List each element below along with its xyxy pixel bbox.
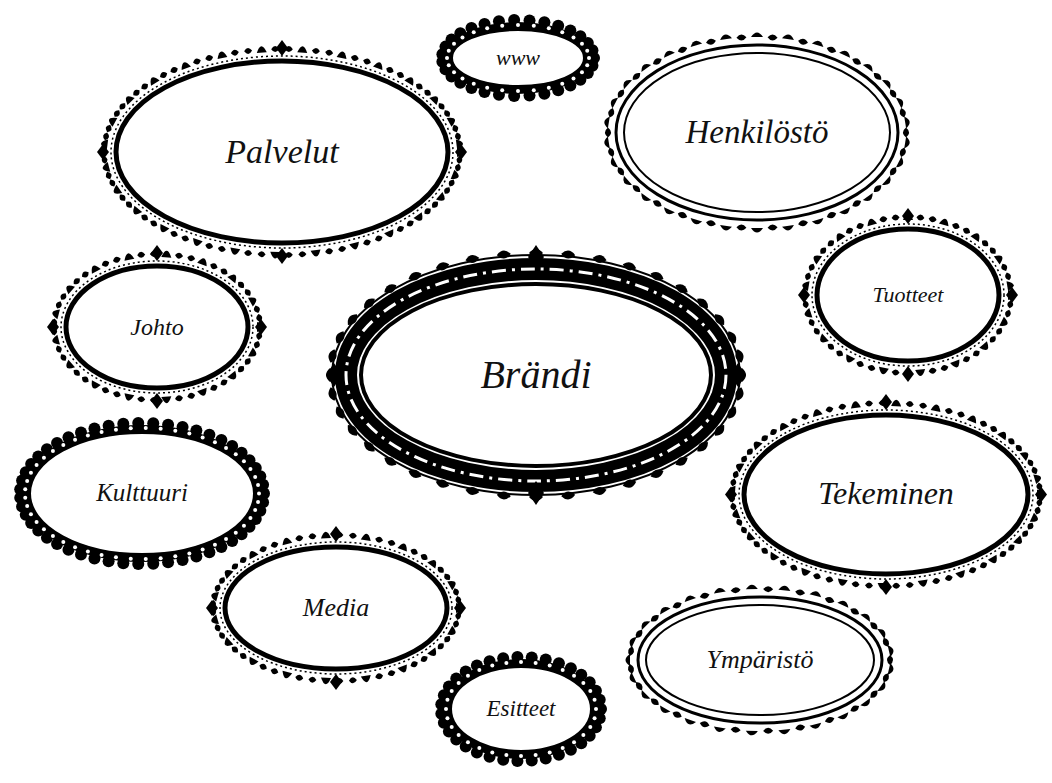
frame-label: Media	[303, 594, 369, 623]
oval-frame: Henkilöstö	[596, 25, 918, 240]
frame-label: www	[496, 46, 540, 70]
oval-frame: Kulttuuri	[8, 411, 276, 576]
oval-frame: Palvelut	[93, 38, 471, 266]
frame-label: Ympäristö	[707, 646, 814, 675]
oval-frame: Brändi	[318, 241, 754, 509]
oval-frame: Tekeminen	[721, 392, 1051, 597]
frame-label: Kulttuuri	[96, 479, 188, 507]
oval-frame: www	[430, 8, 606, 108]
frame-label: Tuotteet	[873, 283, 944, 307]
oval-frame: Esitteet	[429, 645, 613, 773]
frame-label: Johto	[130, 314, 183, 340]
oval-frame: Johto	[43, 243, 271, 411]
frame-label: Palvelut	[225, 133, 338, 170]
frame-label: Henkilöstö	[686, 114, 829, 150]
oval-frame: Tuotteet	[794, 206, 1022, 384]
oval-frame: Media	[202, 524, 470, 692]
frame-label: Tekeminen	[818, 476, 954, 511]
frame-label: Esitteet	[487, 696, 556, 721]
oval-frame: Ympäristö	[618, 577, 902, 743]
frame-label: Brändi	[480, 353, 591, 397]
